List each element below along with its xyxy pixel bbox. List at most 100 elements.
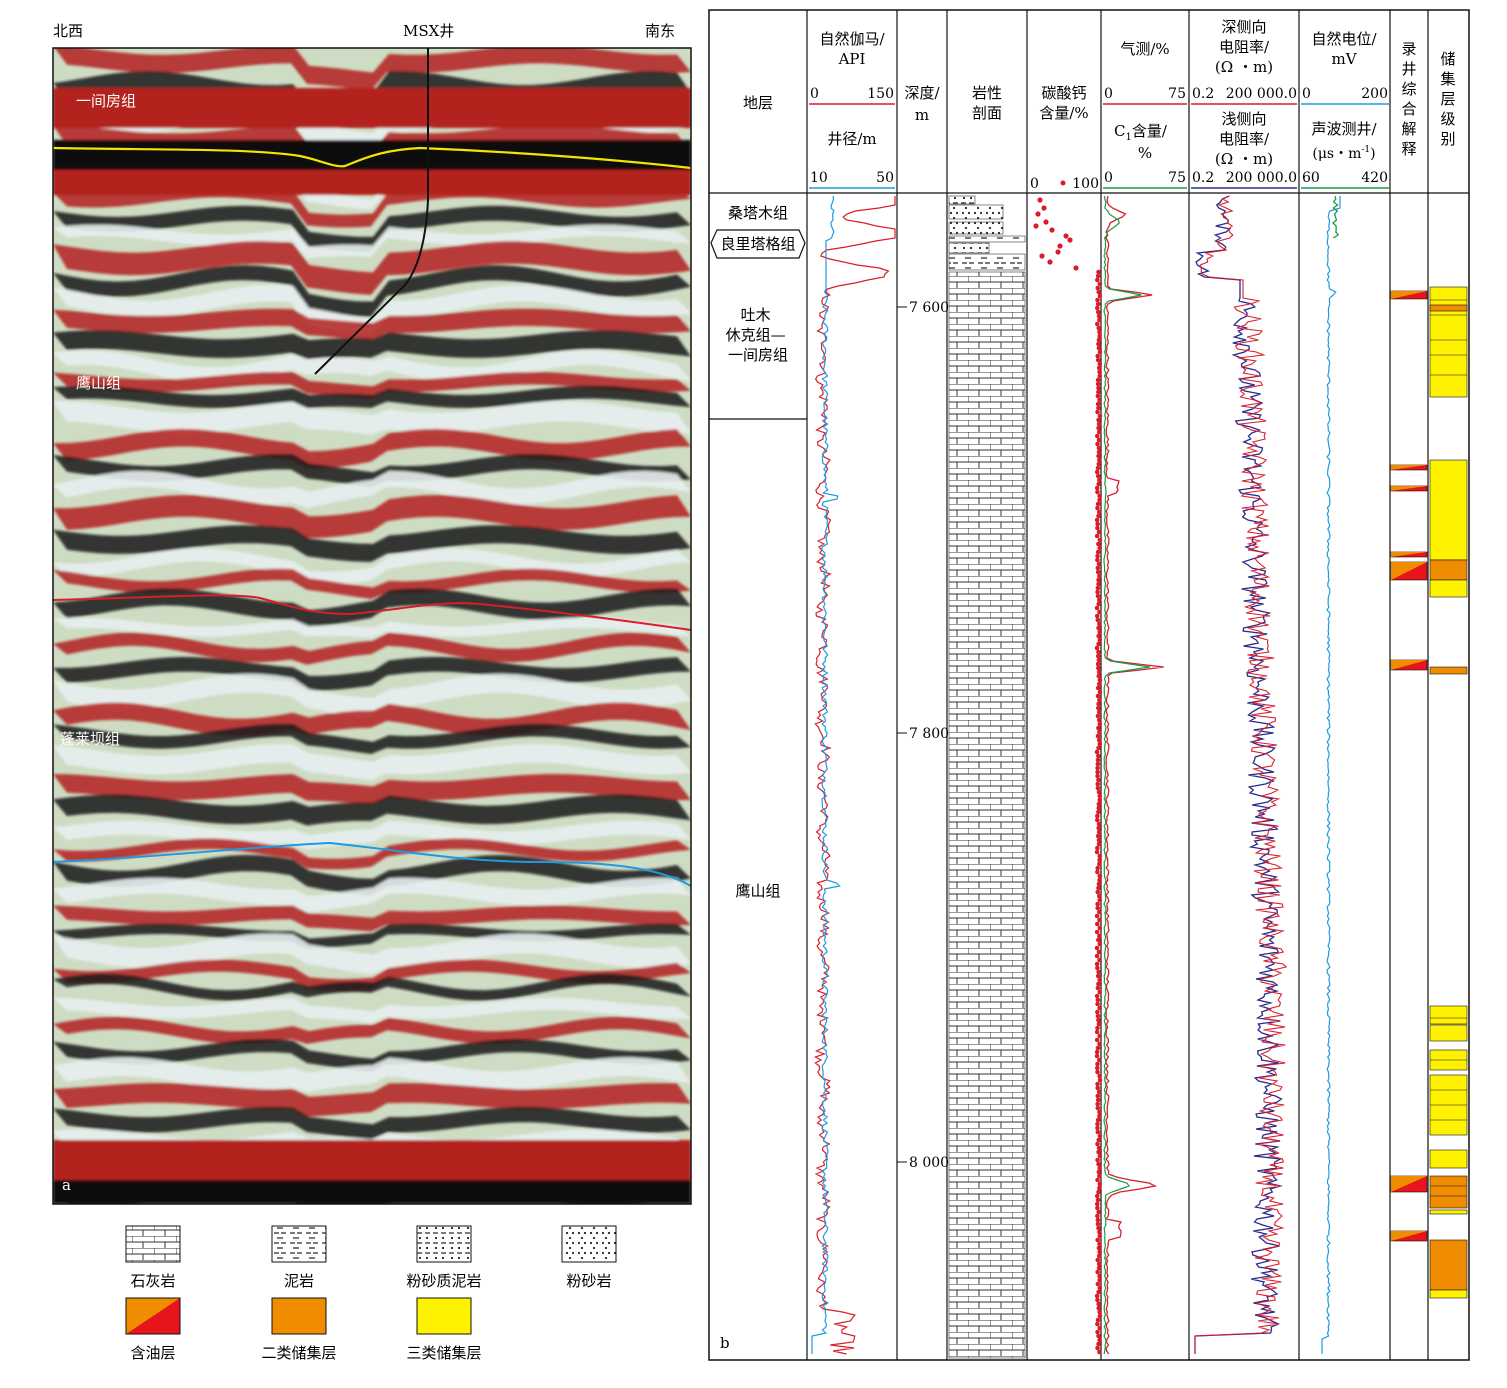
caco3-point — [1097, 1249, 1103, 1255]
caco3-point — [1097, 477, 1102, 483]
strata-santamu: 桑塔木组 — [728, 204, 788, 222]
caco3-point — [1095, 585, 1101, 591]
caco3-point — [1097, 957, 1102, 963]
caco3-point — [1096, 1245, 1102, 1251]
depth-label-7600: 7 600 — [909, 300, 949, 316]
direction-right-label: 南东 — [645, 22, 675, 40]
caco3-point — [1095, 833, 1101, 839]
caco3-point — [1095, 553, 1100, 559]
header-ac-unit: (μs・m-1) — [1312, 145, 1375, 162]
sp-curve — [1321, 196, 1341, 1354]
header-grade-char4: 级 — [1440, 110, 1455, 128]
caco3-point — [1095, 593, 1101, 599]
header-ac: 声波测井/ — [1311, 120, 1377, 138]
caco3-point — [1041, 205, 1047, 211]
seismic-band — [54, 48, 691, 91]
caco3-point — [1094, 921, 1100, 927]
oil-layer-block-overlay — [1391, 552, 1427, 557]
seismic-band — [53, 224, 691, 259]
caco3-point — [1094, 749, 1100, 755]
legend-item-mudstone: 泥岩 — [271, 1225, 327, 1290]
caco3-point — [1097, 861, 1102, 867]
oil-layer-block-overlay — [1391, 465, 1427, 470]
caco3-point — [1097, 793, 1103, 799]
legend-swatch-oil-layer-frame — [125, 1297, 181, 1335]
legend-label-class3: 三类储集层 — [406, 1344, 481, 1362]
caco3-point — [1095, 489, 1100, 495]
grade-block-class2 — [1429, 559, 1468, 581]
seismic-band — [53, 1057, 691, 1092]
caco3-point — [1096, 893, 1102, 899]
caco3-point — [1094, 961, 1100, 967]
grade-block-class3 — [1429, 1024, 1468, 1042]
caco3-point — [1095, 1345, 1100, 1351]
caco3-point — [1097, 933, 1102, 939]
caco3-point — [1095, 401, 1101, 407]
header-sp-min: 0 — [1302, 86, 1311, 102]
caco3-point — [1095, 501, 1101, 507]
caco3-point — [1096, 641, 1101, 647]
caco3-point — [1097, 1033, 1103, 1039]
caco3-point — [1096, 437, 1102, 443]
caco3-point — [1095, 713, 1101, 719]
depth-label-8000: 8 000 — [909, 1155, 949, 1171]
caco3-point — [1095, 1001, 1100, 1007]
header-cal-min: 10 — [810, 170, 828, 186]
legend-item-class3: 三类储集层 — [406, 1297, 482, 1362]
panel-b-label: b — [720, 1334, 730, 1352]
header-strata: 地层 — [743, 94, 773, 112]
caliper-curve — [811, 195, 841, 1354]
caco3-point — [1096, 405, 1101, 411]
caco3-point — [1094, 485, 1100, 491]
caco3-point — [1039, 253, 1045, 259]
caco3-point — [1096, 461, 1102, 467]
caco3-point — [1097, 317, 1102, 323]
caco3-point — [1097, 1113, 1102, 1119]
seismic-frame — [52, 47, 692, 1205]
header-c1-main: C — [1114, 122, 1125, 140]
caco3-point — [1096, 969, 1101, 975]
caco3-point — [1095, 617, 1101, 623]
caco3-point — [1096, 1089, 1102, 1095]
header-interp-char4: 合 — [1401, 100, 1416, 118]
header-lith-line1: 岩性 — [972, 84, 1002, 102]
caco3-point — [1095, 1045, 1101, 1051]
caco3-point — [1096, 657, 1102, 663]
caco3-point — [1095, 569, 1101, 575]
caco3-points — [1033, 197, 1103, 1355]
caco3-point — [1095, 1093, 1101, 1099]
legend-swatch-class2 — [271, 1297, 327, 1335]
caco3-point — [1096, 805, 1102, 811]
seismic-band — [53, 548, 691, 585]
legend-label-silty-mudstone: 粉砂质泥岩 — [406, 1272, 481, 1290]
caco3-point — [1096, 753, 1101, 759]
caco3-point — [1096, 1189, 1101, 1195]
caco3-point — [1097, 721, 1103, 727]
caco3-point — [1095, 905, 1101, 911]
caco3-point — [1096, 673, 1102, 679]
seismic-band — [53, 184, 691, 228]
depth-label-7800: 7 800 — [909, 726, 949, 742]
caco3-point — [1095, 653, 1101, 659]
caco3-point — [1096, 561, 1102, 567]
header-ac-max: 420 — [1361, 170, 1388, 186]
seismic-band — [53, 973, 691, 1001]
caco3-point — [1097, 989, 1103, 995]
caco3-point — [1096, 885, 1101, 891]
caco3-point — [1096, 825, 1101, 831]
grade-block-class3 — [1429, 1005, 1468, 1025]
caco3-point — [1094, 605, 1100, 611]
header-ac-unit-main: (μs・m — [1312, 146, 1361, 162]
legend-swatch-siltstone — [561, 1225, 617, 1263]
seismic-band — [53, 923, 691, 949]
caco3-point — [1096, 581, 1101, 587]
caco3-point — [1097, 637, 1103, 643]
caco3-point — [1097, 1153, 1103, 1159]
caco3-point — [1097, 1165, 1102, 1171]
legend-item-oil-layer: 含油层 — [125, 1297, 181, 1362]
header-lith-line2: 剖面 — [972, 104, 1002, 122]
header-gas-max: 75 — [1168, 86, 1186, 102]
header-depth-line1: 深度/ — [904, 84, 940, 102]
caco3-point — [1096, 1209, 1102, 1215]
caco3-point — [1096, 1333, 1101, 1339]
